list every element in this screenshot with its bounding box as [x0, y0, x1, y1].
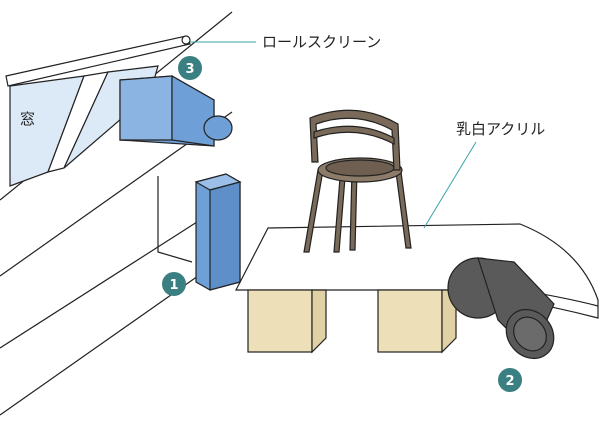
- acrylic-leader: [423, 141, 477, 229]
- marker-3-text: 3: [185, 62, 194, 77]
- acrylic-label: 乳白アクリル: [456, 120, 545, 138]
- light-2: [447, 257, 599, 360]
- light-1: [194, 173, 242, 291]
- chair: [303, 109, 412, 253]
- marker-2: 2: [498, 368, 522, 392]
- light-3: [119, 74, 233, 147]
- marker-3: 3: [178, 56, 202, 80]
- marker-1-text: 1: [169, 278, 178, 293]
- support-box-left: [247, 289, 327, 354]
- window-label: 窓: [20, 110, 35, 128]
- support-box-right: [377, 289, 457, 354]
- marker-1: 1: [162, 272, 186, 296]
- roll-screen: [5, 35, 191, 87]
- roll-screen-label: ロールスクリーン: [262, 33, 381, 51]
- marker-2-text: 2: [505, 374, 514, 389]
